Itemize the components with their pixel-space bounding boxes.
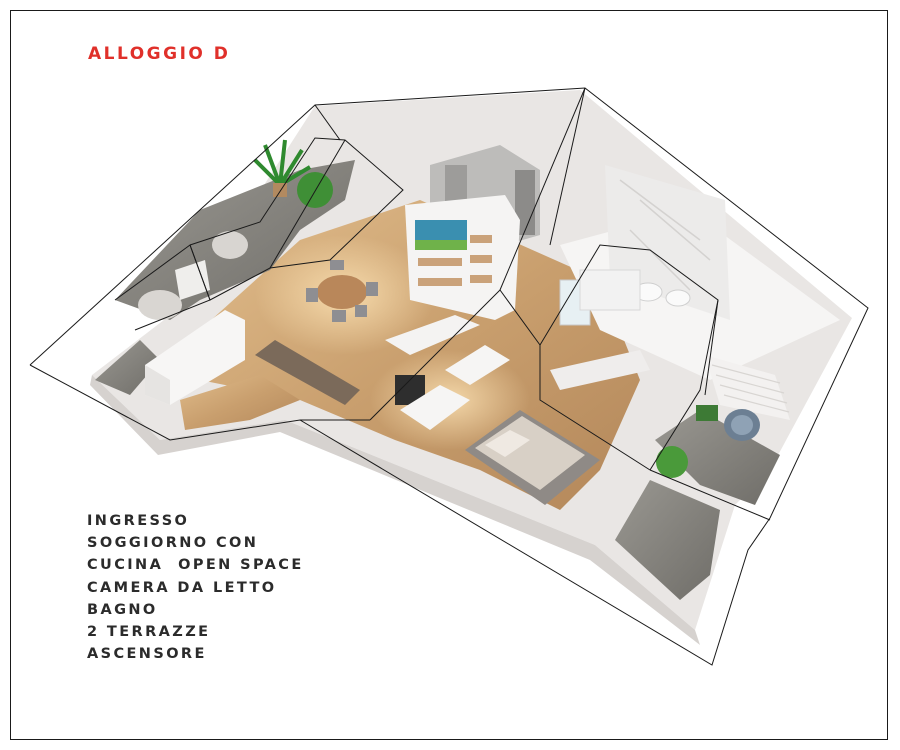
ceiling-outline [29, 87, 869, 666]
feature-item: ASCENSORE [87, 646, 207, 663]
feature-item: SOGGIORNO CON [87, 535, 259, 552]
feature-item: 2 TERRAZZE [87, 624, 211, 641]
terrace-south-east [615, 410, 780, 600]
feature-item: CAMERA DA LETTO [87, 579, 277, 596]
entrance-cabinets [145, 310, 245, 405]
feature-item: CUCINA OPEN SPACE [87, 557, 304, 574]
hanging-chair [696, 405, 760, 441]
bed [400, 345, 600, 505]
sofa [138, 231, 360, 405]
feature-item: INGRESSO [87, 513, 190, 529]
stairs [550, 350, 790, 420]
dining-table [306, 260, 378, 322]
feature-item: BAGNO [87, 601, 158, 618]
features-list: INGRESSO SOGGIORNO CON CUCINA OPEN SPACE… [87, 510, 304, 665]
tv-wall [405, 195, 520, 320]
plants [253, 139, 688, 478]
terrace-small-west [95, 340, 160, 395]
apartment-title: ALLOGGIO D [88, 44, 231, 64]
